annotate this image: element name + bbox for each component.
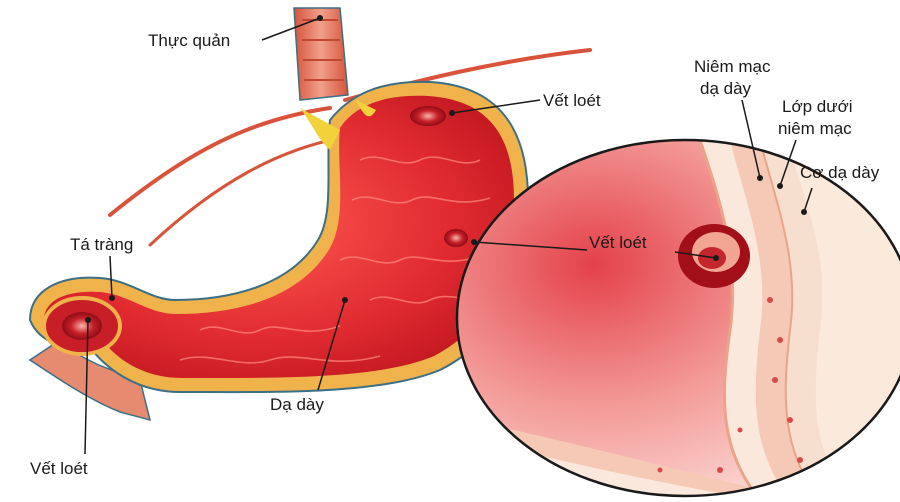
label-duodenum: Tá tràng xyxy=(70,235,133,254)
label-mucosa-line1: Niêm mạc xyxy=(694,57,771,76)
label-ulcer-top: Vết loét xyxy=(543,91,601,110)
label-muscle: Cơ dạ dày xyxy=(800,163,880,182)
label-mucosa-line2: dạ dày xyxy=(700,79,752,98)
label-esophagus: Thực quản xyxy=(148,31,230,50)
label-submucosa-line1: Lớp dưới xyxy=(782,97,853,116)
label-ulcer-bottom: Vết loét xyxy=(30,459,88,478)
esophagus-shape xyxy=(294,8,348,100)
detail-magnifier xyxy=(457,140,900,502)
label-ulcer-middle: Vết loét xyxy=(589,233,647,252)
label-stomach: Dạ dày xyxy=(270,395,324,414)
label-submucosa-line2: niêm mạc xyxy=(778,119,852,138)
ulcer-middle-shape xyxy=(444,229,468,247)
ulcer-top-shape xyxy=(410,106,446,126)
